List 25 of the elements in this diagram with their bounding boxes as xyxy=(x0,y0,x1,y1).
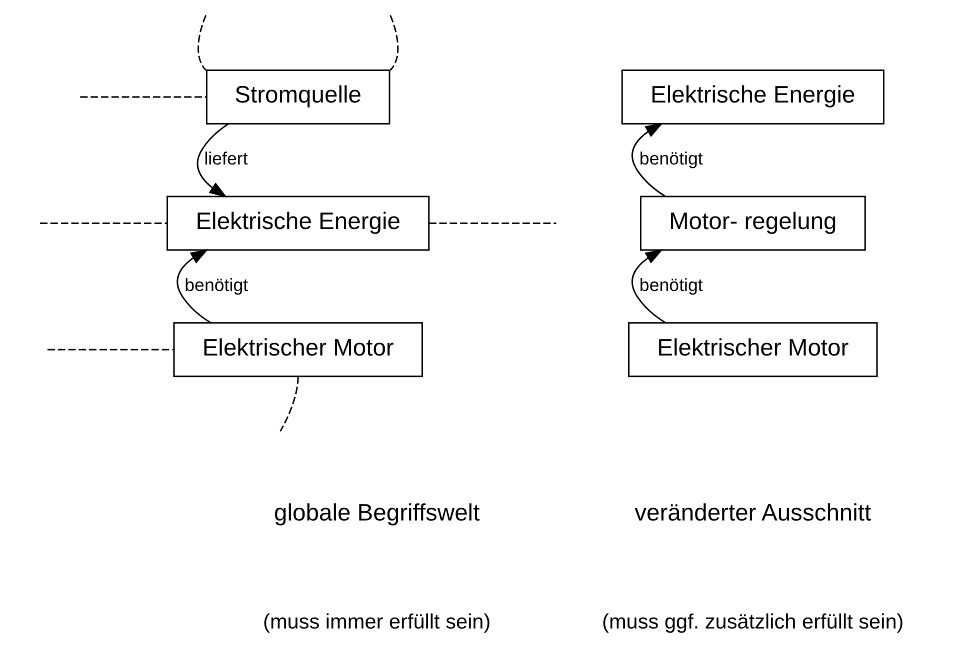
node-box: Elektrischer Motor xyxy=(628,322,878,378)
arrow xyxy=(196,123,228,198)
edge-label: liefert xyxy=(204,148,248,169)
arrow xyxy=(176,249,210,324)
connector xyxy=(46,348,174,350)
node-box: Elektrische Energie xyxy=(620,69,884,124)
connector xyxy=(428,222,556,224)
node-box: Motor- regelung xyxy=(639,196,866,251)
connector xyxy=(389,15,398,71)
label: veränderter Ausschnitt xyxy=(634,499,871,526)
arrow xyxy=(631,122,666,197)
edge-label: benötigt xyxy=(184,275,248,296)
connector xyxy=(279,376,298,432)
edge-label: benötigt xyxy=(638,148,702,169)
node-box: Stromquelle xyxy=(205,69,390,124)
node-box: Elektrischer Motor xyxy=(172,322,422,378)
connector xyxy=(197,15,206,71)
connector xyxy=(80,96,206,98)
arrow xyxy=(631,249,666,324)
node-box: Elektrische Energie xyxy=(166,196,430,251)
label: globale Begriffswelt xyxy=(274,499,480,526)
label: (muss ggf. zusätzlich erfüllt sein) xyxy=(602,610,904,634)
edge-label: benötigt xyxy=(638,275,702,296)
label: (muss immer erfüllt sein) xyxy=(262,610,490,634)
connector xyxy=(40,222,167,224)
